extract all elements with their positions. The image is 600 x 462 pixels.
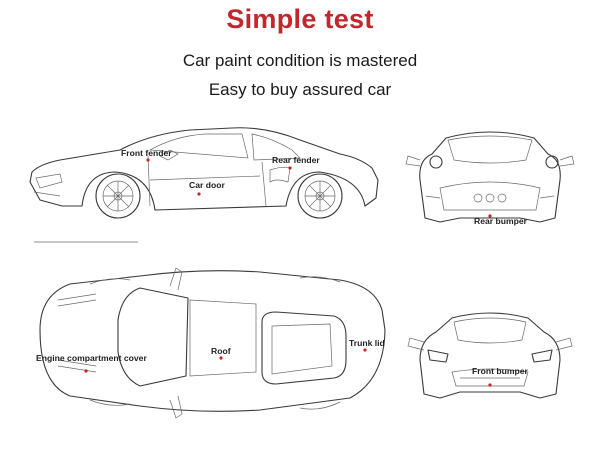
front-view-car [407,312,573,399]
marker-engine-cover[interactable] [84,369,88,373]
top-view-car [39,267,386,419]
subtitle-paint-condition: Car paint condition is mastered [182,51,418,70]
rear-view-car [405,131,575,223]
subtitle-assured-car: Easy to buy assured car [208,80,392,99]
side-view-car [29,127,379,243]
label-rear-bumper: Rear bumper [474,216,528,226]
label-car-door: Car door [189,180,225,190]
marker-front-bumper[interactable] [488,383,492,387]
label-roof: Roof [211,346,231,356]
marker-front-fender[interactable] [146,158,150,162]
marker-car-door[interactable] [197,192,201,196]
marker-roof[interactable] [219,356,223,360]
label-trunk-lid: Trunk lid [349,338,385,348]
label-rear-fender: Rear fender [272,155,320,165]
label-engine-cover: Engine compartment cover [36,353,147,363]
marker-rear-fender[interactable] [288,166,292,170]
label-front-bumper: Front bumper [472,366,529,376]
page-title: Simple test [226,4,374,34]
marker-trunk-lid[interactable] [363,348,367,352]
marker-rear-bumper[interactable] [488,214,492,218]
label-front-fender: Front fender [121,148,172,158]
